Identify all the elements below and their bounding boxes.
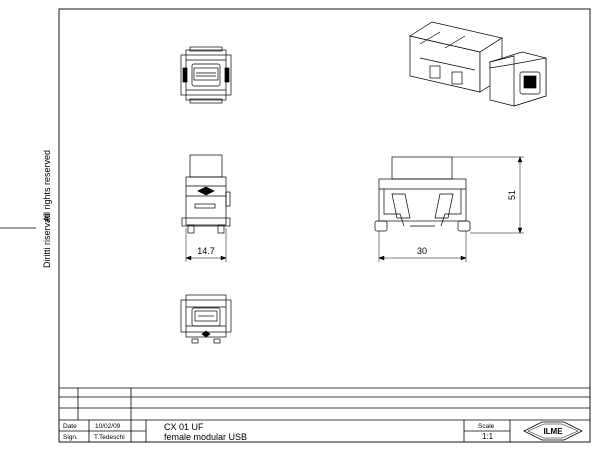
- front-view: [181, 154, 231, 234]
- date-value: 10/02/09: [95, 423, 121, 430]
- side-view: [374, 156, 471, 232]
- product-code: CX 01 UF: [164, 422, 204, 432]
- dimension-label-14-7: 14.7: [197, 246, 215, 256]
- top-view: [180, 46, 232, 104]
- face-view: [180, 294, 232, 344]
- dimension-label-51: 51: [507, 190, 517, 200]
- date-label: Date: [63, 423, 77, 430]
- sign-label: Sign.: [63, 434, 78, 441]
- dimension-label-30: 30: [417, 246, 427, 256]
- ilme-logo: ILME: [523, 421, 583, 441]
- drawing-frame: [58, 8, 591, 443]
- sign-value: T.Tedeschi: [94, 434, 125, 441]
- product-description: female modular USB: [164, 432, 247, 442]
- dimension-height-side: [452, 156, 524, 234]
- scale-label: Scale: [478, 423, 495, 430]
- rights-reserved-note: All rights reserved: [42, 149, 52, 222]
- diritti-riservati-note: Diritti riservati: [42, 213, 52, 268]
- ilme-logo-text: ILME: [543, 427, 563, 436]
- dimension-width-front: [185, 228, 227, 262]
- title-block-grid: [59, 387, 590, 442]
- dimension-width-side: [378, 231, 467, 262]
- scale-value: 1:1: [482, 432, 494, 441]
- isometric-view: [409, 21, 547, 107]
